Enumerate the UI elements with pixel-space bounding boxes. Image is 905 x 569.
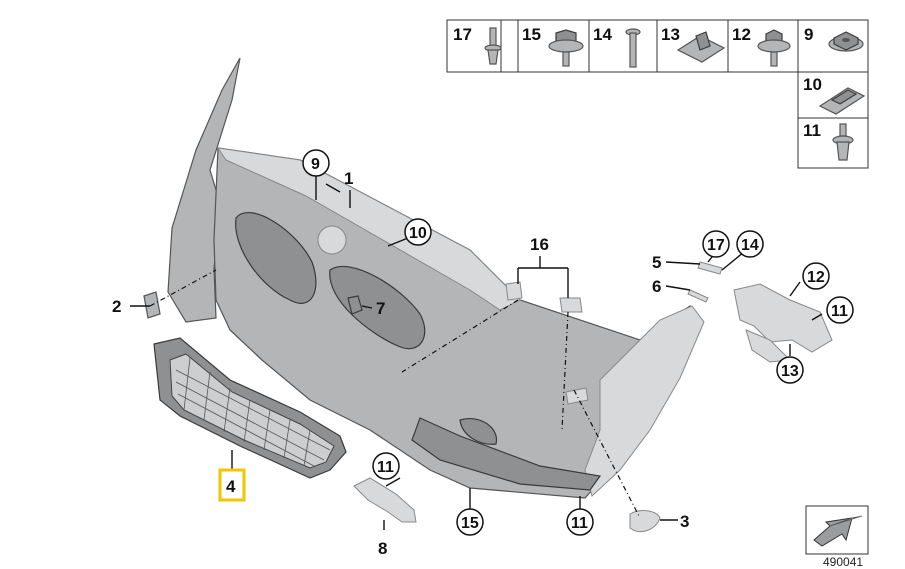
callout-6[interactable]: 6 — [652, 277, 661, 296]
callout-2[interactable]: 2 — [112, 297, 121, 316]
callout-11-bottom[interactable]: 11 — [566, 508, 594, 536]
table-label-12: 12 — [732, 25, 751, 44]
table-label-11: 11 — [803, 121, 821, 140]
bracket-16-right[interactable] — [559, 297, 583, 313]
fog-light-pocket — [459, 418, 498, 445]
svg-text:17: 17 — [707, 237, 725, 254]
svg-text:12: 12 — [807, 269, 825, 286]
svg-text:10: 10 — [409, 225, 427, 242]
push-clip-icon — [484, 27, 502, 65]
svg-text:11: 11 — [377, 459, 394, 476]
table-label-14: 14 — [593, 25, 612, 44]
callout-14[interactable]: 14 — [736, 230, 764, 258]
callout-3[interactable]: 3 — [680, 512, 689, 531]
svg-text:14: 14 — [741, 237, 759, 254]
long-screw-icon — [625, 28, 641, 68]
table-cell-11[interactable] — [797, 117, 869, 169]
callout-13[interactable]: 13 — [776, 356, 804, 384]
hex-nut-icon — [828, 31, 864, 52]
highlight-box — [218, 468, 246, 502]
svg-text:13: 13 — [781, 363, 799, 380]
bumper-cover[interactable] — [167, 57, 705, 499]
tow-hook-opening — [565, 387, 589, 405]
table-gap — [500, 19, 519, 73]
callout-7[interactable]: 7 — [376, 299, 385, 318]
callout-9[interactable]: 9 — [302, 149, 330, 177]
right-kidney-opening — [329, 265, 426, 350]
table-label-9: 9 — [804, 25, 813, 44]
svg-text:15: 15 — [461, 515, 479, 532]
clip-part-7[interactable] — [347, 295, 363, 315]
lower-air-intake — [411, 417, 602, 491]
clip-nut-icon — [676, 31, 726, 63]
strip-part-5[interactable] — [697, 261, 723, 275]
svg-text:9: 9 — [311, 156, 320, 173]
direction-indicator — [805, 505, 869, 555]
callout-1[interactable]: 1 — [344, 169, 353, 188]
callout-4[interactable]: 4 — [226, 477, 236, 496]
bracket-16-left[interactable] — [505, 281, 523, 301]
flange-screw-icon — [548, 29, 584, 67]
parts-table: 17 15 14 13 12 9 10 11 — [446, 19, 869, 169]
table-label-10: 10 — [803, 75, 822, 94]
emblem-mount — [317, 225, 347, 255]
callout-16[interactable]: 16 — [530, 235, 549, 254]
expanding-rivet-icon — [832, 123, 854, 161]
table-label-15: 15 — [522, 25, 541, 44]
table-label-17: 17 — [453, 25, 472, 44]
collar-screw-icon — [757, 29, 791, 67]
bracket-assembly-right[interactable] — [733, 283, 833, 363]
svg-text:11: 11 — [831, 303, 848, 320]
reference-number: 490041 — [823, 555, 863, 569]
callout-15[interactable]: 15 — [456, 508, 484, 536]
table-cell-14[interactable] — [588, 19, 658, 73]
strip-part-6[interactable] — [687, 289, 709, 303]
left-kidney-opening — [235, 212, 317, 304]
leader-lines — [130, 176, 823, 530]
table-label-13: 13 — [661, 25, 680, 44]
callout-10[interactable]: 10 — [404, 218, 432, 246]
callout-11-bracket8[interactable]: 11 — [372, 452, 400, 480]
callout-11-bracket[interactable]: 11 — [826, 296, 854, 324]
callout-12[interactable]: 12 — [802, 262, 830, 290]
callout-5[interactable]: 5 — [652, 253, 661, 272]
callout-8[interactable]: 8 — [378, 539, 387, 558]
lower-grille[interactable] — [153, 337, 347, 479]
callout-17[interactable]: 17 — [702, 230, 730, 258]
arrow-icon — [813, 517, 853, 547]
bracket-part-8[interactable] — [353, 477, 417, 523]
tow-hook-cover[interactable] — [629, 510, 661, 533]
svg-text:11: 11 — [571, 515, 588, 532]
callouts: 1 2 3 5 6 7 8 16 4 9 10 17 14 12 — [112, 149, 854, 558]
spring-clip-icon — [818, 87, 866, 115]
